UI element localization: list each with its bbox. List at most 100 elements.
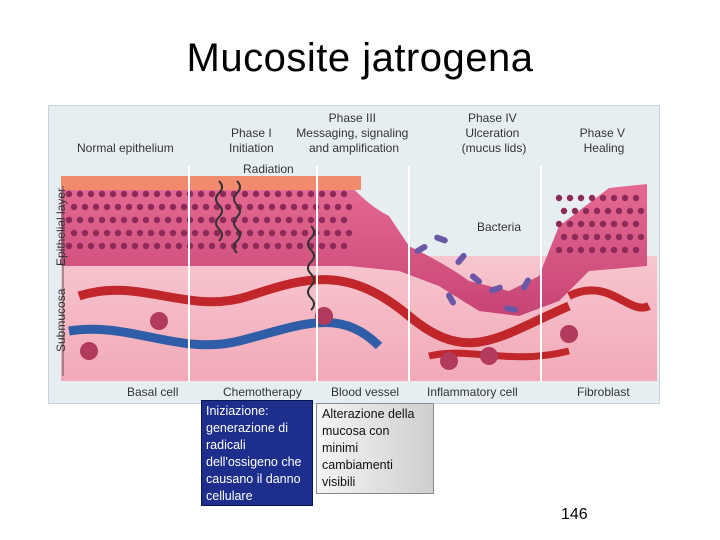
cell-nucleus [252,242,260,250]
cell-nucleus [329,242,337,250]
cell-nucleus [582,207,590,215]
cell-nucleus [632,220,640,228]
cell-nucleus [263,242,271,250]
cell-nucleus [87,190,95,198]
cell-nucleus [142,242,150,250]
cell-nucleus [593,233,601,241]
cell-nucleus [169,203,177,211]
cell-nucleus [290,229,298,237]
callout-mucosa-alteration: Alterazione della mucosa con minimi camb… [316,403,434,494]
cell-nucleus [87,242,95,250]
cell-nucleus [136,229,144,237]
cell-nucleus [615,233,623,241]
cell-nucleus [318,242,326,250]
cell-nucleus [114,229,122,237]
cell-nucleus [571,207,579,215]
cell-nucleus [263,190,271,198]
cell-nucleus [588,220,596,228]
cell-nucleus [555,194,563,202]
cell-nucleus [626,207,634,215]
mucositis-illustration: Normal epithelium Phase I Initiation Pha… [54,111,657,399]
cell-nucleus [208,216,216,224]
cell-nucleus [560,233,568,241]
cell-nucleus [241,216,249,224]
cell-nucleus [202,229,210,237]
cell-nucleus [241,190,249,198]
cell-nucleus [615,207,623,215]
bottom-label-chemotherapy: Chemotherapy [223,385,302,399]
cell-nucleus [268,203,276,211]
cell-nucleus [125,203,133,211]
cell-nucleus [164,190,172,198]
cell-nucleus [147,229,155,237]
cell-nucleus [560,207,568,215]
cell-nucleus [120,242,128,250]
cell-nucleus [197,242,205,250]
cell-nucleus [153,190,161,198]
cell-nucleus [76,216,84,224]
cell-nucleus [175,216,183,224]
cell-nucleus [621,246,629,254]
cell-nucleus [566,246,574,254]
cell-nucleus [599,194,607,202]
bacteria [414,234,531,313]
cell-nucleus [318,216,326,224]
cell-nucleus [164,242,172,250]
cell-nucleus [318,190,326,198]
phase-dividers [188,166,542,381]
cell-nucleus [329,216,337,224]
cell-nucleus [219,216,227,224]
cell-nucleus [621,194,629,202]
cell-nucleus [274,242,282,250]
cell-nucleus [98,190,106,198]
cell-nucleus [213,229,221,237]
cell-nucleus [92,229,100,237]
cell-nucleus [632,194,640,202]
phase-label-normal: Normal epithelium [77,141,174,155]
cell-nucleus [329,190,337,198]
cell-nucleus [120,216,128,224]
submucosa-label: Submucosa [54,288,68,352]
cell-nucleus [566,194,574,202]
slide-title: Mucosite jatrogena [186,36,534,80]
bottom-label-inflammatory-cell: Inflammatory cell [427,385,518,399]
cell-nucleus [274,216,282,224]
cell-nucleus [307,216,315,224]
cell-nucleus [131,190,139,198]
blood-vessel-red [77,275,571,348]
cell-nucleus [158,203,166,211]
cell-nucleus [296,190,304,198]
cell-nucleus [571,233,579,241]
cell-nucleus [307,190,315,198]
cell-nucleus [555,246,563,254]
bacteria-label: Bacteria [477,220,521,234]
cell-nucleus [147,203,155,211]
cell-nucleus [604,233,612,241]
cell-nucleus [153,242,161,250]
phase-label-1: Phase I Initiation [229,126,275,155]
surface-cells [61,176,361,190]
blood-vessel-blue [68,318,383,350]
phase-label-5: Phase V Healing [580,126,629,155]
phase-label-4: Phase IV Ulceration (mucus lids) [462,111,527,155]
cell-nucleus [65,242,73,250]
cell-nucleus [125,229,133,237]
cell-nucleus [241,242,249,250]
cell-nucleus [131,242,139,250]
cell-nucleus [191,203,199,211]
cell-nucleus [577,194,585,202]
cell-nucleus [582,233,590,241]
cell-nucleus [577,246,585,254]
cell-nucleus [164,216,172,224]
cell-nucleus [566,220,574,228]
cell-nucleus [296,216,304,224]
cell-nucleus [131,216,139,224]
mucositis-phases-figure: Normal epithelium Phase I Initiation Pha… [48,105,660,404]
cell-nucleus [224,229,232,237]
cell-nucleus [169,229,177,237]
cell-nucleus [637,233,645,241]
epithelial-layer-label: Epithelial layer [54,188,68,266]
cell-nucleus [224,203,232,211]
cell-nucleus [158,229,166,237]
cell-nucleus [142,190,150,198]
